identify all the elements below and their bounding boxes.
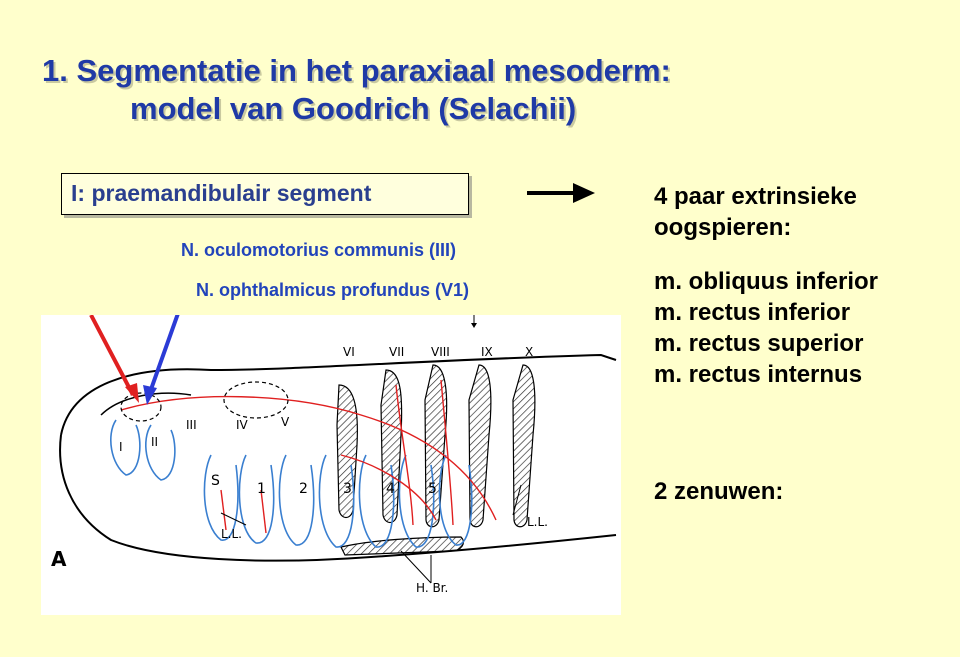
roman-label: IX [481, 345, 493, 359]
title-line-2: model van Goodrich (Selachii) [130, 91, 577, 126]
muscles-heading: 4 paar extrinsieke oogspieren: [654, 181, 857, 243]
roman-label: V [281, 415, 290, 429]
muscles-heading-line-2: oogspieren: [654, 214, 792, 241]
muscle-item: m. rectus superior [654, 330, 864, 357]
muscle-item: m. rectus inferior [654, 299, 851, 326]
right-arrow-icon [527, 183, 595, 203]
roman-label: II [151, 435, 159, 449]
panel-letter: A [51, 547, 67, 571]
slide-title: 1. Segmentatie in het paraxiaal mesoderm… [42, 52, 922, 128]
segment-label: I: praemandibulair segment [71, 180, 372, 206]
muscle-item: m. rectus internus [654, 361, 863, 388]
segment-number: 5 [428, 481, 437, 497]
goodrich-diagram: VI VII VIII IX X I II III IV V S 1 2 3 4… [41, 315, 621, 615]
roman-label: IV [236, 418, 248, 432]
muscle-list: m. obliquus inferior m. rectus inferior … [654, 266, 878, 390]
ll-label-right: L.L. [527, 515, 548, 529]
nerves-heading: 2 zenuwen: [654, 478, 784, 505]
nerve-ophthalmicus: N. ophthalmicus profundus (V1) [196, 280, 469, 300]
embryo-drawing [59, 315, 617, 584]
hbr-label: H. Br. [416, 581, 449, 595]
ll-label-left: L.L. [221, 527, 242, 541]
muscles-heading-line-1: 4 paar extrinsieke [654, 183, 857, 210]
roman-label: I [119, 440, 123, 454]
nerve-oculomotorius: N. oculomotorius communis (III) [181, 240, 457, 260]
segment-box: I: praemandibulair segment [61, 173, 469, 215]
segment-number: 1 [257, 481, 266, 497]
roman-label: III [186, 418, 197, 432]
segment-number: S [211, 473, 220, 489]
roman-label: VII [389, 345, 405, 359]
segment-number: 3 [343, 481, 352, 497]
roman-label: VIII [431, 345, 450, 359]
title-line-1: 1. Segmentatie in het paraxiaal mesoderm… [42, 53, 671, 88]
segment-number: 2 [299, 481, 308, 497]
muscle-item: m. obliquus inferior [654, 268, 879, 295]
segment-number: 4 [386, 481, 395, 497]
roman-label: X [525, 345, 534, 359]
roman-label: VI [343, 345, 355, 359]
